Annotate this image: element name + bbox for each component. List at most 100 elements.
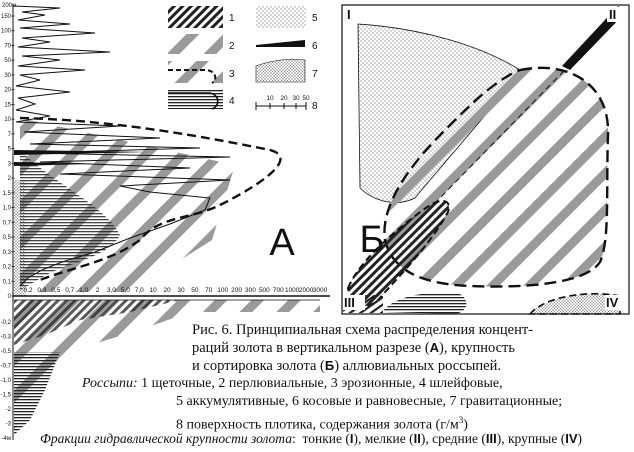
depth-tick-label: 50 [4,58,11,64]
placers-text-1: 1 щеточные, 2 перлювиальные, 3 эрозионны… [141,376,503,391]
depth-axis-lower-ticks: -0,2 -0,3 -0,5 -0,7 -1,0 -1,5 -2 -3 -4м [1,320,12,442]
panel-b-hatched-region [384,67,609,287]
fractions-heading: Фракции гидравлической крупности золота [40,431,292,446]
fractions-line: Фракции гидравлической крупности золота:… [40,431,582,447]
panel-a-black-streak-2 [14,162,90,166]
depth-tick-label: 100 [1,29,12,35]
legend-swatch-3 [168,61,223,83]
depth-tick-label: 0,5 [3,235,12,241]
legend-swatch-7 [255,58,306,83]
legend-swatch-5 [256,6,306,28]
concentration-tick-label: 2 [96,287,100,294]
corner-label-III: III [344,295,355,310]
legend-number-1: 1 [229,13,235,24]
concentration-tick-label: 10 [150,287,158,294]
depth-tick-label: -2 [6,407,12,413]
caption-line-1: Рис. 6. Принципиальная схема распределен… [192,322,533,338]
depth-axis-top-label: 200м [2,3,16,9]
scale-tick-label: 30 [292,95,300,102]
corner-label-I: I [347,7,351,22]
concentration-tick-label: 0,3 [37,287,46,294]
placers-line-2: 5 аккумулятивные, 6 косовые и равновесны… [176,394,562,410]
legend-swatch-1 [168,6,223,28]
fractions-fine: тонкие ( [302,431,350,446]
depth-tick-label: 3 [8,161,12,167]
depth-tick-label: 15 [4,102,11,108]
legend-swatch-4 [168,89,223,109]
depth-tick-label: 1,5 [3,191,12,197]
depth-tick-label: 2 [8,176,12,182]
depth-tick-label: -0,5 [1,349,12,355]
concentration-tick-label: 0,2 [23,287,32,294]
scale-tick-label: 50 [302,95,310,102]
legend-number-5: 5 [312,13,318,24]
panel-a-black-streak [14,150,150,155]
depth-tick-label: 0,1 [3,279,12,285]
depth-tick-label: -3 [6,422,12,428]
placers-text-2: 5 аккумулятивные, 6 косовые и равновесны… [176,394,563,409]
fractions-IV: IV [565,431,578,446]
depth-tick-label: -0,3 [1,335,12,341]
concentration-tick-label: 700 [273,287,284,294]
concentration-tick-label: 200 [231,287,242,294]
fractions-end: ) [577,431,583,446]
concentration-tick-label: 70 [205,287,213,294]
concentration-tick-label: 1000 [285,287,300,294]
corner-label-IV: IV [606,295,619,310]
legend-number-3: 3 [229,69,235,80]
concentration-tick-label: 0,5 [51,287,60,294]
depth-tick-label: 30 [4,73,11,79]
depth-tick-label: 1,0 [3,206,12,212]
concentration-tick-label: 300 [245,287,256,294]
legend-number-4: 4 [229,96,235,107]
placers-line-3: 8 поверхность плотика, содержания золота… [176,412,468,434]
depth-tick-label: 7 [8,132,12,138]
panel-b-envelope [383,66,610,288]
concentration-profile [13,5,231,287]
depth-tick-label: -1,5 [1,393,12,399]
concentration-tick-label: 50 [191,287,199,294]
panel-a-horizontal-hatch [20,150,120,290]
legend-number-6: 6 [312,41,318,52]
depth-tick-label: -4м [2,436,11,442]
concentration-tick-label: 5,0 [121,287,130,294]
caption-ref-b: Б [324,358,335,373]
caption-text-3b: ) аллювиальных россыпей. [334,358,501,374]
caption-text-3a: и сортировка золота ( [192,358,325,374]
fractions-medium: ), средние ( [420,431,486,446]
depth-tick-label: -0,7 [1,364,12,370]
depth-tick-label: -1,0 [1,378,12,384]
panel-a-letter: А [269,222,295,264]
placers-text-3-end: ) [463,417,468,433]
depth-tick-label: 70 [4,43,11,49]
panel-a-lower-section [14,299,320,435]
placers-sup: 3 [458,415,464,425]
depth-tick-label: 0,2 [3,265,12,271]
concentration-tick-label: 2000 [299,287,314,294]
panel-b-horizontal-patch [382,292,467,314]
panel-b-letter: Б [360,219,385,261]
legend-swatch-6 [256,40,305,47]
concentration-tick-label: 7,0 [135,287,144,294]
concentration-tick-label: 20 [163,287,171,294]
fractions-small: ), мелкие ( [353,431,414,446]
depth-tick-label: 150 [1,14,12,20]
placers-text-3: 8 поверхность плотика, содержания золота… [176,417,459,433]
depth-tick-label: 0,3 [3,250,12,256]
concentration-tick-label: 0,7 [65,287,74,294]
corner-label-II: II [609,7,616,22]
caption-text-2a: раций золота в вертикальном разрезе ( [192,340,430,356]
depth-tick-label: 20 [4,88,11,94]
concentration-tick-label: 3,0 [107,287,116,294]
scale-tick-label: 10 [266,95,274,102]
concentration-tick-label: 1,0 [79,287,88,294]
depth-tick-label: 5 [8,147,12,153]
placers-line-1: Россыпи: 1 щеточные, 2 перлювиальные, 3 … [82,376,503,392]
panel-b-frame [341,4,630,315]
concentration-tick-label: 100 [217,287,228,294]
legend-swatch-2 [168,34,223,54]
depth-tick-label: -0,2 [1,320,12,326]
caption-ref-a: А [429,340,440,355]
